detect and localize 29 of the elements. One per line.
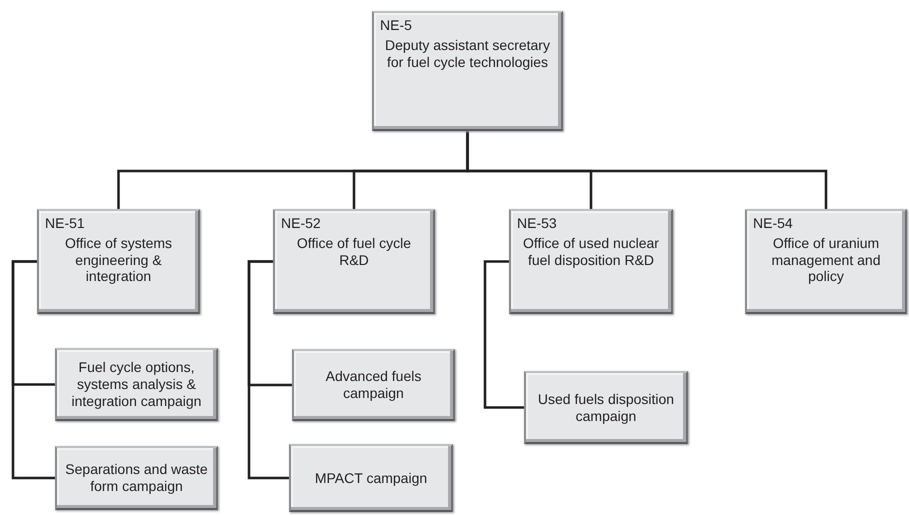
org-unit-box [55,348,218,421]
unit-name: Fuel cycle options, systems analysis & integration campaign [70,359,202,410]
connector-line [12,260,55,480]
unit-name: Used fuels disposition campaign [536,390,676,424]
unit-name: Office of uranium management and policy [770,234,882,286]
unit-name: Office of fuel cycle R&D [296,234,412,268]
org-unit-box [37,209,200,314]
unit-code: NE-51 [45,215,85,232]
unit-name: Advanced fuels campaign [324,368,422,402]
org-unit-box [509,209,673,314]
org-unit-box [524,371,688,444]
unit-code: NE-5 [380,17,412,34]
org-unit-box [289,444,453,512]
unit-name: Deputy assistant secretary for fuel cycle technologies [384,36,551,70]
unit-name: Office of used nuclear fuel disposition R&D [522,234,660,268]
connector-line [466,131,828,209]
org-unit-box [55,446,218,510]
org-unit-box [745,209,907,314]
unit-code: NE-54 [753,215,793,232]
org-unit-box [372,11,563,131]
connector-line [484,260,524,409]
unit-name: Separations and waste form campaign [64,461,209,495]
unit-code: NE-53 [517,215,557,232]
org-unit-box [273,209,435,314]
unit-name: Office of systems engineering & integration [64,234,174,286]
unit-code: NE-52 [281,215,321,232]
org-unit-box [292,349,455,421]
connector-line [248,260,289,480]
unit-name: MPACT campaign [314,470,428,486]
